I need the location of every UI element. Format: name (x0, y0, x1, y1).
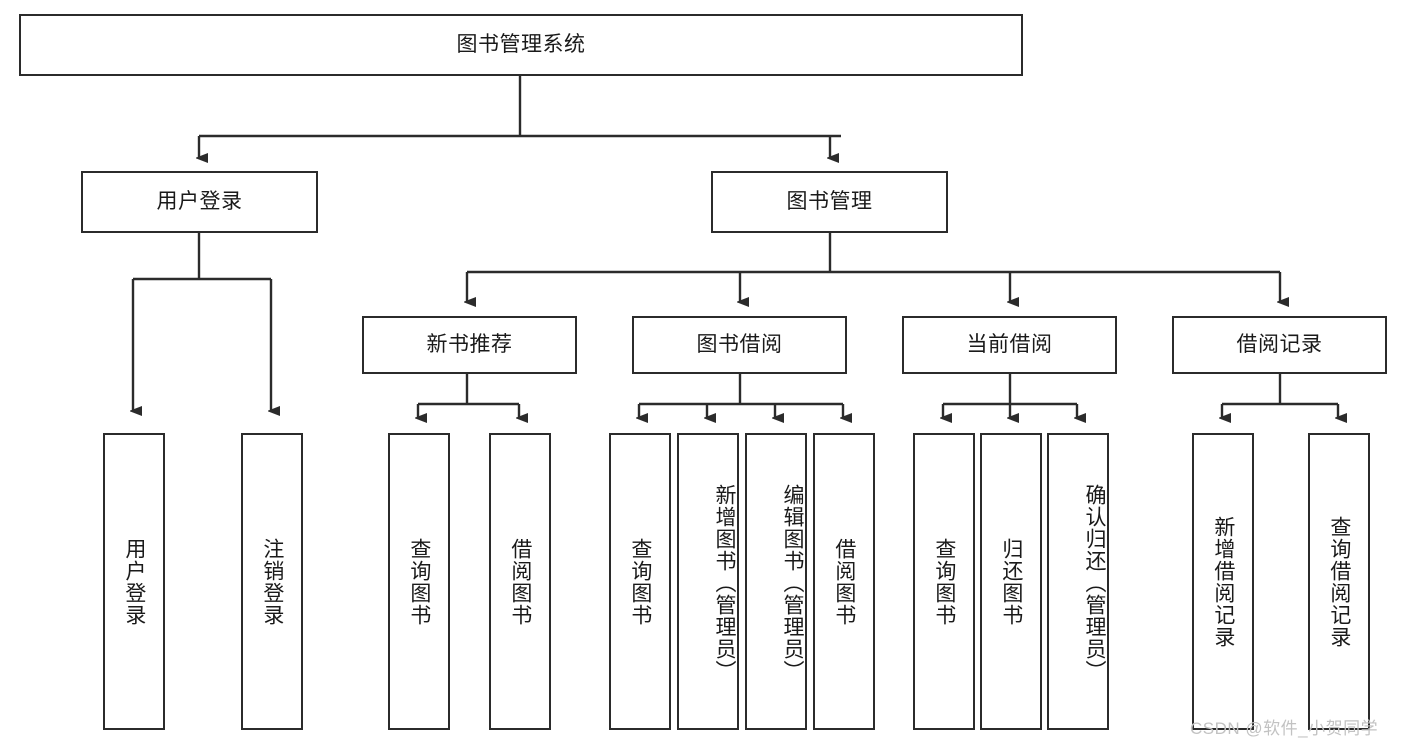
node-root-book-management-system[interactable]: 图书管理系统 (19, 14, 1023, 76)
leaf-user-login[interactable]: 用户登录 (103, 433, 165, 730)
node-label: 查询图书 (932, 537, 956, 626)
node-label: 新增借阅记录 (1211, 515, 1235, 648)
leaf-logout[interactable]: 注销登录 (241, 433, 303, 730)
leaf-query-book-current[interactable]: 查询图书 (913, 433, 975, 730)
leaf-borrow-book[interactable]: 借阅图书 (813, 433, 875, 730)
node-book-management[interactable]: 图书管理 (711, 171, 948, 233)
node-label: 借阅图书 (832, 537, 856, 626)
node-current-borrow[interactable]: 当前借阅 (902, 316, 1117, 374)
node-label: 图书管理 (786, 190, 873, 214)
leaf-add-borrow-record[interactable]: 新增借阅记录 (1192, 433, 1254, 730)
node-label: 确认归还（管理员） (1083, 483, 1106, 682)
node-label: 编辑图书（管理员） (781, 483, 804, 682)
node-label: 注销登录 (260, 537, 284, 626)
node-borrow-record[interactable]: 借阅记录 (1172, 316, 1387, 374)
leaf-query-book-borrow[interactable]: 查询图书 (609, 433, 671, 730)
node-label: 用户登录 (122, 537, 146, 626)
leaf-return-book[interactable]: 归还图书 (980, 433, 1042, 730)
node-label: 新书推荐 (426, 333, 513, 357)
node-label: 查询图书 (407, 537, 431, 626)
node-new-book-recommend[interactable]: 新书推荐 (362, 316, 577, 374)
node-label: 查询图书 (628, 537, 652, 626)
leaf-query-book-recommend[interactable]: 查询图书 (388, 433, 450, 730)
node-label: 借阅图书 (508, 537, 532, 626)
node-label: 用户登录 (156, 190, 243, 214)
node-label: 新增图书（管理员） (713, 483, 736, 682)
node-label: 当前借阅 (966, 333, 1053, 357)
node-label: 查询借阅记录 (1327, 515, 1351, 648)
node-book-borrow[interactable]: 图书借阅 (632, 316, 847, 374)
leaf-add-book-admin[interactable]: 新增图书（管理员） (677, 433, 739, 730)
leaf-query-borrow-record[interactable]: 查询借阅记录 (1308, 433, 1370, 730)
leaf-edit-book-admin[interactable]: 编辑图书（管理员） (745, 433, 807, 730)
leaf-borrow-book-recommend[interactable]: 借阅图书 (489, 433, 551, 730)
node-label: 图书管理系统 (456, 33, 586, 57)
node-label: 归还图书 (999, 537, 1023, 626)
node-user-login[interactable]: 用户登录 (81, 171, 318, 233)
node-label: 图书借阅 (696, 333, 783, 357)
csdn-watermark: CSDN @软件_小贺同学 (1190, 719, 1379, 738)
leaf-confirm-return-admin[interactable]: 确认归还（管理员） (1047, 433, 1109, 730)
node-label: 借阅记录 (1236, 333, 1323, 357)
